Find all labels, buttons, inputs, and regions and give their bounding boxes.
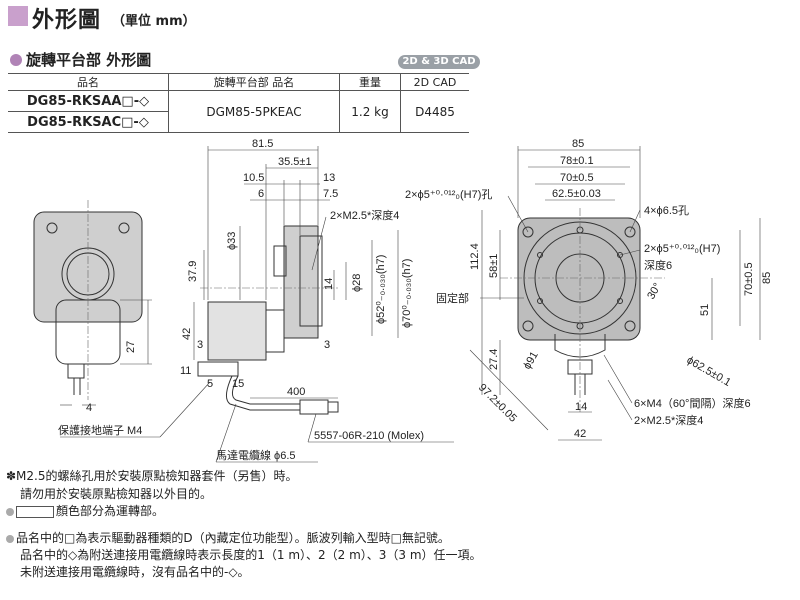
dim-27-4: 27.4: [488, 349, 500, 370]
weight-value: 1.2 kg: [339, 90, 401, 133]
note-6: 未附送連接用電纜線時，沒有品名中的-◇。: [20, 565, 250, 579]
dim-4: 4: [86, 402, 92, 414]
title-marker: [8, 6, 28, 26]
dim-phi91: ϕ91: [521, 350, 541, 372]
note-4-row: 品名中的□為表示驅動器種類的D（內藏定位功能型）。脈波列輸入型時□無記號。: [6, 530, 450, 546]
dim-11: 11: [180, 365, 191, 377]
cad-badge[interactable]: 2D & 3D CAD: [398, 55, 480, 69]
unit-label: （單位 mm）: [112, 14, 196, 29]
section-bullet-icon: [10, 54, 22, 66]
depth-6: 深度6: [644, 258, 672, 272]
dim-42b: 42: [574, 428, 586, 440]
cable-label: 馬達電纜線 ϕ6.5: [216, 448, 296, 462]
color-swatch: [16, 505, 54, 518]
side-view: [197, 225, 340, 415]
table-row: DG85-RKSAC□-◇: [8, 111, 469, 133]
dim-6: 6: [258, 188, 264, 200]
dim-30deg: 30°: [645, 281, 664, 301]
m2-5-holes: 2×M2.5*深度4: [634, 413, 703, 427]
spec-table: 品名 旋轉平台部 品名 重量 2D CAD DG85-RKSAA□-◇ DGM8…: [8, 73, 469, 133]
dim-51: 51: [699, 304, 711, 316]
ground-terminal-label: 保護接地端子 M4: [58, 423, 142, 437]
dim-112-4: 112.4: [469, 243, 481, 270]
dim-85: 85: [572, 138, 584, 150]
dim-14b: 14: [575, 401, 587, 413]
note-5: 品名中的◇為附送連接用電纜線時表示長度的1（1 m）、2（2 m）、3（3 m）…: [20, 548, 482, 562]
table-row: DG85-RKSAA□-◇ DGM85-5PKEAC 1.2 kg D4485: [8, 90, 469, 133]
note-3: 顏色部分為運轉部。: [56, 504, 165, 518]
dim-58: 58±1: [488, 254, 500, 278]
product-name-a: DG85-RKSAA□-◇: [8, 90, 169, 112]
col-header-cad: 2D CAD: [400, 73, 469, 91]
dim-42: 42: [181, 328, 193, 340]
dim-78: 78±0.1: [560, 155, 594, 167]
dim-10-5: 10.5: [243, 172, 264, 184]
dim-13: 13: [323, 172, 335, 184]
dim-7-5: 7.5: [323, 188, 338, 200]
hole-4-phi6-5: 4×ϕ6.5孔: [644, 204, 689, 217]
bullet-icon: [6, 534, 14, 543]
m4-holes: 6×M4（60°間隔）深度6: [634, 396, 751, 410]
fixed-part-label: 固定部: [436, 291, 469, 305]
dim-85v: 85: [761, 272, 773, 284]
dim-14: 14: [323, 278, 335, 290]
front-view: [500, 208, 665, 412]
note-4: 品名中的□為表示驅動器種類的D（內藏定位功能型）。脈波列輸入型時□無記號。: [16, 531, 450, 545]
dim-phi70: ϕ70⁰₋₀.₀₃₀(h7): [401, 259, 413, 328]
dim-35-5: 35.5±1: [278, 156, 312, 168]
dim-15: 15: [232, 378, 244, 390]
dim-phi33: ϕ33: [226, 232, 238, 250]
dim-phi28: ϕ28: [351, 274, 363, 292]
dim-phi62-5: ϕ62.5±0.1: [685, 354, 733, 389]
dim-5: 5: [207, 378, 213, 390]
section-title: 旋轉平台部 外形圖: [26, 51, 152, 69]
bullet-icon: [6, 507, 14, 516]
connector-label: 5557-06R-210 (Molex): [314, 430, 424, 442]
dim-27: 27: [125, 341, 137, 353]
col-header-weight: 重量: [339, 73, 401, 91]
dim-81-5: 81.5: [252, 138, 273, 150]
dim-70-5: 70±0.5: [560, 172, 594, 184]
dim-97-2: 97.2±0.05: [476, 382, 519, 425]
dim-m2-5: 2×M2.5*深度4: [330, 208, 399, 222]
dim-3a: 3: [197, 339, 203, 351]
dim-400: 400: [287, 386, 305, 398]
cad-number[interactable]: D4485: [400, 90, 469, 133]
note-3-row: 顏色部分為運轉部。: [6, 503, 164, 519]
dim-37-9: 37.9: [187, 261, 199, 282]
hole-2-phi5-b: 2×ϕ5⁺⁰·⁰¹²₀(H7): [644, 243, 720, 255]
page-title: 外形圖: [32, 8, 102, 33]
dim-70v: 70±0.5: [743, 262, 755, 296]
note-1: ✽M2.5的螺絲孔用於安裝原點檢知器套件（另售）時。: [6, 469, 298, 483]
dim-3b: 3: [324, 339, 330, 351]
stage-name: DGM85-5PKEAC: [168, 90, 340, 133]
hole-2-phi5: 2×ϕ5⁺⁰·⁰¹²₀(H7)孔: [405, 188, 492, 201]
dim-62-5: 62.5±0.03: [552, 188, 601, 200]
note-2: 請勿用於安裝原點檢知器以外目的。: [20, 487, 213, 501]
back-view: [33, 200, 152, 400]
dim-phi52: ϕ52⁰₋₀.₀₃₀(h7): [375, 255, 387, 324]
product-name-b: DG85-RKSAC□-◇: [8, 111, 169, 133]
col-header-stage: 旋轉平台部 品名: [168, 73, 340, 91]
